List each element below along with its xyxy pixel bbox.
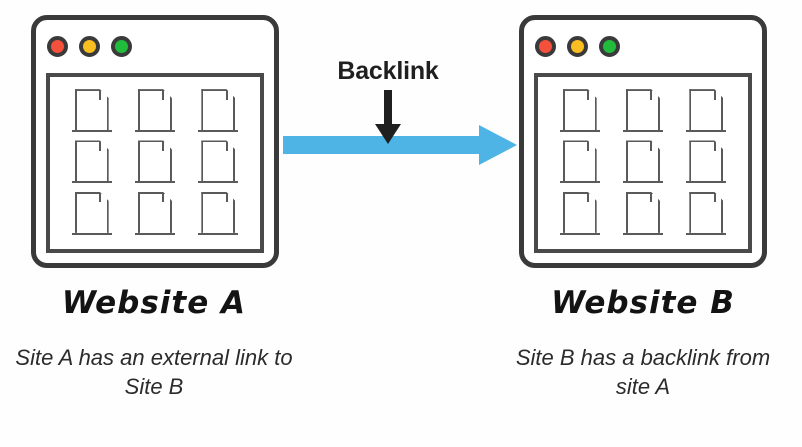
document-item[interactable] (622, 140, 663, 184)
document-icon (137, 191, 172, 233)
minimize-dot[interactable] (79, 35, 100, 57)
maximize-dot[interactable] (599, 35, 620, 57)
document-icon (562, 89, 597, 131)
document-item[interactable] (622, 89, 663, 133)
document-icon (137, 89, 172, 131)
document-base-line (622, 130, 663, 133)
minimize-dot[interactable] (567, 35, 588, 57)
document-base-line (622, 232, 663, 235)
document-icon (201, 140, 236, 182)
document-icon (201, 89, 236, 131)
node-caption-website-a: Site A has an external link to Site B (15, 345, 293, 400)
document-icon (625, 140, 660, 182)
document-base-line (686, 130, 727, 133)
close-dot[interactable] (535, 35, 556, 57)
document-base-line (71, 181, 112, 184)
document-icon (74, 140, 109, 182)
document-icon (689, 89, 724, 131)
document-grid (50, 77, 260, 249)
document-item[interactable] (686, 191, 727, 235)
document-icon (74, 89, 109, 131)
node-caption-website-b: Site B has a backlink from site A (515, 345, 771, 400)
close-dot[interactable] (47, 35, 68, 57)
document-item[interactable] (622, 191, 663, 235)
document-item[interactable] (71, 191, 112, 235)
document-item[interactable] (198, 191, 239, 235)
document-item[interactable] (559, 140, 600, 184)
window-titlebar (36, 20, 274, 72)
document-base-line (559, 232, 600, 235)
document-item[interactable] (198, 89, 239, 133)
document-item[interactable] (71, 89, 112, 133)
document-item[interactable] (686, 89, 727, 133)
document-item[interactable] (134, 89, 175, 133)
document-base-line (559, 130, 600, 133)
document-base-line (686, 181, 727, 184)
document-base-line (134, 130, 175, 133)
document-icon (137, 140, 172, 182)
document-item[interactable] (559, 89, 600, 133)
document-base-line (559, 181, 600, 184)
document-icon (689, 191, 724, 233)
document-base-line (198, 130, 239, 133)
window-content-panel (46, 73, 264, 253)
node-title-website-a: Website A (61, 285, 247, 321)
document-item[interactable] (198, 140, 239, 184)
node-title-website-b: Website B (551, 285, 735, 321)
document-icon (562, 191, 597, 233)
browser-window-website-a (31, 15, 279, 268)
document-item[interactable] (686, 140, 727, 184)
browser-window-website-b (519, 15, 767, 268)
document-grid (538, 77, 748, 249)
backlink-label: Backlink (337, 57, 439, 85)
document-item[interactable] (134, 140, 175, 184)
maximize-dot[interactable] (111, 35, 132, 57)
window-titlebar (524, 20, 762, 72)
document-base-line (622, 181, 663, 184)
document-item[interactable] (134, 191, 175, 235)
document-base-line (71, 232, 112, 235)
document-icon (562, 140, 597, 182)
arrow-down-icon (375, 90, 401, 144)
window-content-panel (534, 73, 752, 253)
document-icon (625, 191, 660, 233)
document-item[interactable] (71, 140, 112, 184)
document-icon (689, 140, 724, 182)
document-icon (201, 191, 236, 233)
document-item[interactable] (559, 191, 600, 235)
document-base-line (71, 130, 112, 133)
document-icon (625, 89, 660, 131)
document-base-line (198, 181, 239, 184)
document-base-line (686, 232, 727, 235)
document-base-line (134, 232, 175, 235)
document-base-line (134, 181, 175, 184)
document-base-line (198, 232, 239, 235)
arrow-right-icon (283, 125, 517, 165)
document-icon (74, 191, 109, 233)
